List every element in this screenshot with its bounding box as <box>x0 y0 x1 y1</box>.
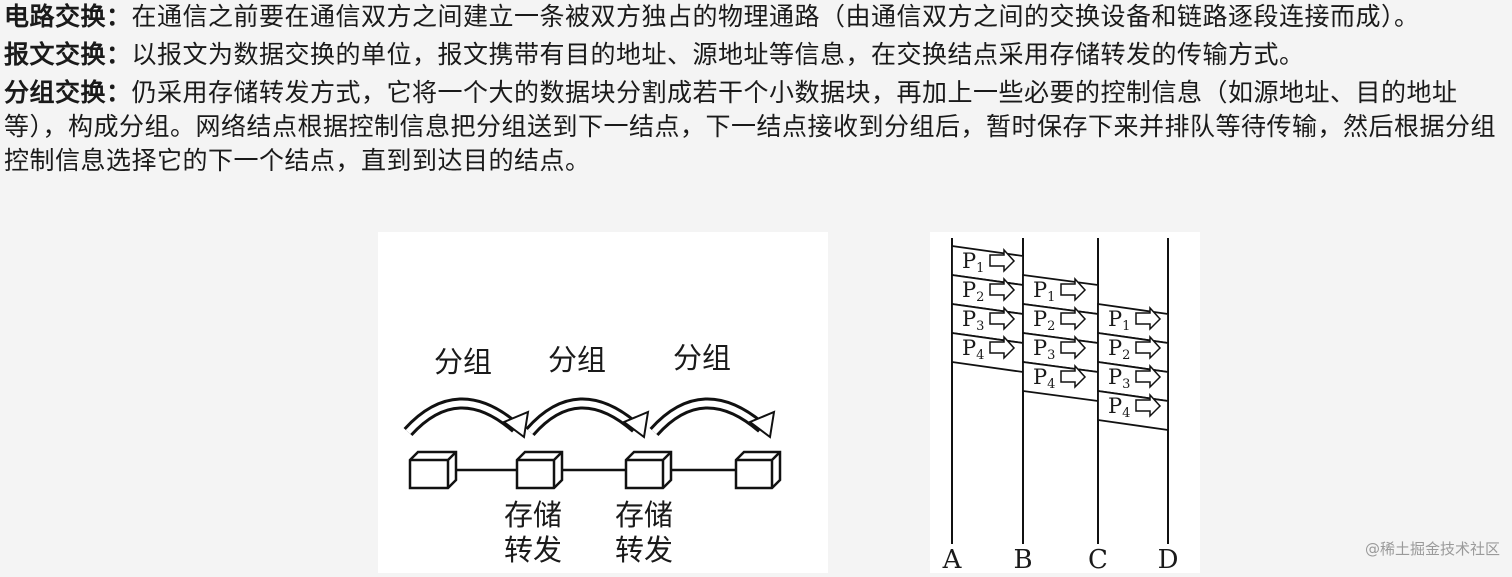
packet-cell: P1 <box>1097 302 1169 345</box>
packet-label: P2 <box>1108 336 1130 363</box>
node-label: A <box>942 545 963 573</box>
packet-cell: P1 <box>1022 273 1099 316</box>
arrow-label: 分组 <box>548 343 606 377</box>
packet-arrow-icon <box>989 306 1016 331</box>
store-forward-svg: 分组 分组 分组 存储 转发 存储 转发 <box>403 341 782 567</box>
packet-arrow-icon <box>989 335 1016 360</box>
term-packet-switching: 分组交换： <box>4 78 132 107</box>
arrow-label: 分组 <box>673 341 731 375</box>
packet-arrow-icon <box>1060 277 1087 302</box>
node-cube <box>734 450 782 490</box>
packet-label: P3 <box>962 307 984 334</box>
body-packet-switching: 仍采用存储转发方式，它将一个大的数据块分割成若干个小数据块，再加上一些必要的控制… <box>4 78 1497 175</box>
node-label: C <box>1088 545 1108 573</box>
packet-label: P1 <box>962 249 984 276</box>
packet-cell: P4 <box>1022 360 1099 403</box>
forward-label: 转发 <box>504 533 562 567</box>
packet-arrow-icon <box>1135 364 1162 389</box>
node-cube <box>408 450 458 490</box>
packet-arrow-icon <box>989 277 1016 302</box>
packet-cell: P3 <box>1022 331 1099 374</box>
node-cube <box>624 450 673 490</box>
node-label: D <box>1158 545 1179 573</box>
packet-label: P1 <box>1033 278 1055 305</box>
packet-cell: P3 <box>951 302 1024 345</box>
packet-label: P2 <box>962 278 984 305</box>
packet-label: P4 <box>1108 394 1130 421</box>
store-label: 存储 <box>615 498 673 532</box>
packet-label: P4 <box>962 336 984 363</box>
packet-cell: P2 <box>1097 331 1169 374</box>
paragraph-packet-switching: 分组交换：仍采用存储转发方式，它将一个大的数据块分割成若干个小数据块，再加上一些… <box>4 76 1504 178</box>
packet-arrow-icon <box>1135 393 1162 418</box>
packet-label: P4 <box>1033 365 1055 392</box>
packet-arrow-icon <box>989 248 1016 273</box>
packet-arrow-icon <box>1060 335 1087 360</box>
text-block: 电路交换：在通信之前要在通信双方之间建立一条被双方独占的物理通路（由通信双方之间… <box>4 0 1504 182</box>
node-cube <box>515 450 564 490</box>
packet-arrow-icon <box>1135 306 1162 331</box>
watermark: @稀土掘金技术社区 <box>1364 540 1500 558</box>
packet-label: P1 <box>1108 307 1130 334</box>
arrow-label: 分组 <box>434 345 492 379</box>
packet-label: P2 <box>1033 307 1055 334</box>
paragraph-message-switching: 报文交换：以报文为数据交换的单位，报文携带有目的地址、源地址等信息，在交换结点采… <box>4 38 1504 72</box>
packet-arrow-icon <box>1060 306 1087 331</box>
packet-cell: P4 <box>1097 389 1169 432</box>
body-message-switching: 以报文为数据交换的单位，报文携带有目的地址、源地址等信息，在交换结点采用存储转发… <box>131 40 1305 69</box>
packet-arrow-icon <box>1060 364 1087 389</box>
body-circuit-switching: 在通信之前要在通信双方之间建立一条被双方独占的物理通路（由通信双方之间的交换设备… <box>131 2 1420 31</box>
forward-label: 转发 <box>615 533 673 567</box>
store-label: 存储 <box>504 498 562 532</box>
term-circuit-switching: 电路交换： <box>4 2 132 31</box>
term-message-switching: 报文交换： <box>4 40 132 69</box>
packet-arrow-icon <box>1135 335 1162 360</box>
store-forward-diagram: 分组 分组 分组 存储 转发 存储 转发 <box>378 232 828 573</box>
packet-label: P3 <box>1108 365 1130 392</box>
packet-label: P3 <box>1033 336 1055 363</box>
paragraph-circuit-switching: 电路交换：在通信之前要在通信双方之间建立一条被双方独占的物理通路（由通信双方之间… <box>4 0 1504 34</box>
node-label: B <box>1013 545 1032 573</box>
